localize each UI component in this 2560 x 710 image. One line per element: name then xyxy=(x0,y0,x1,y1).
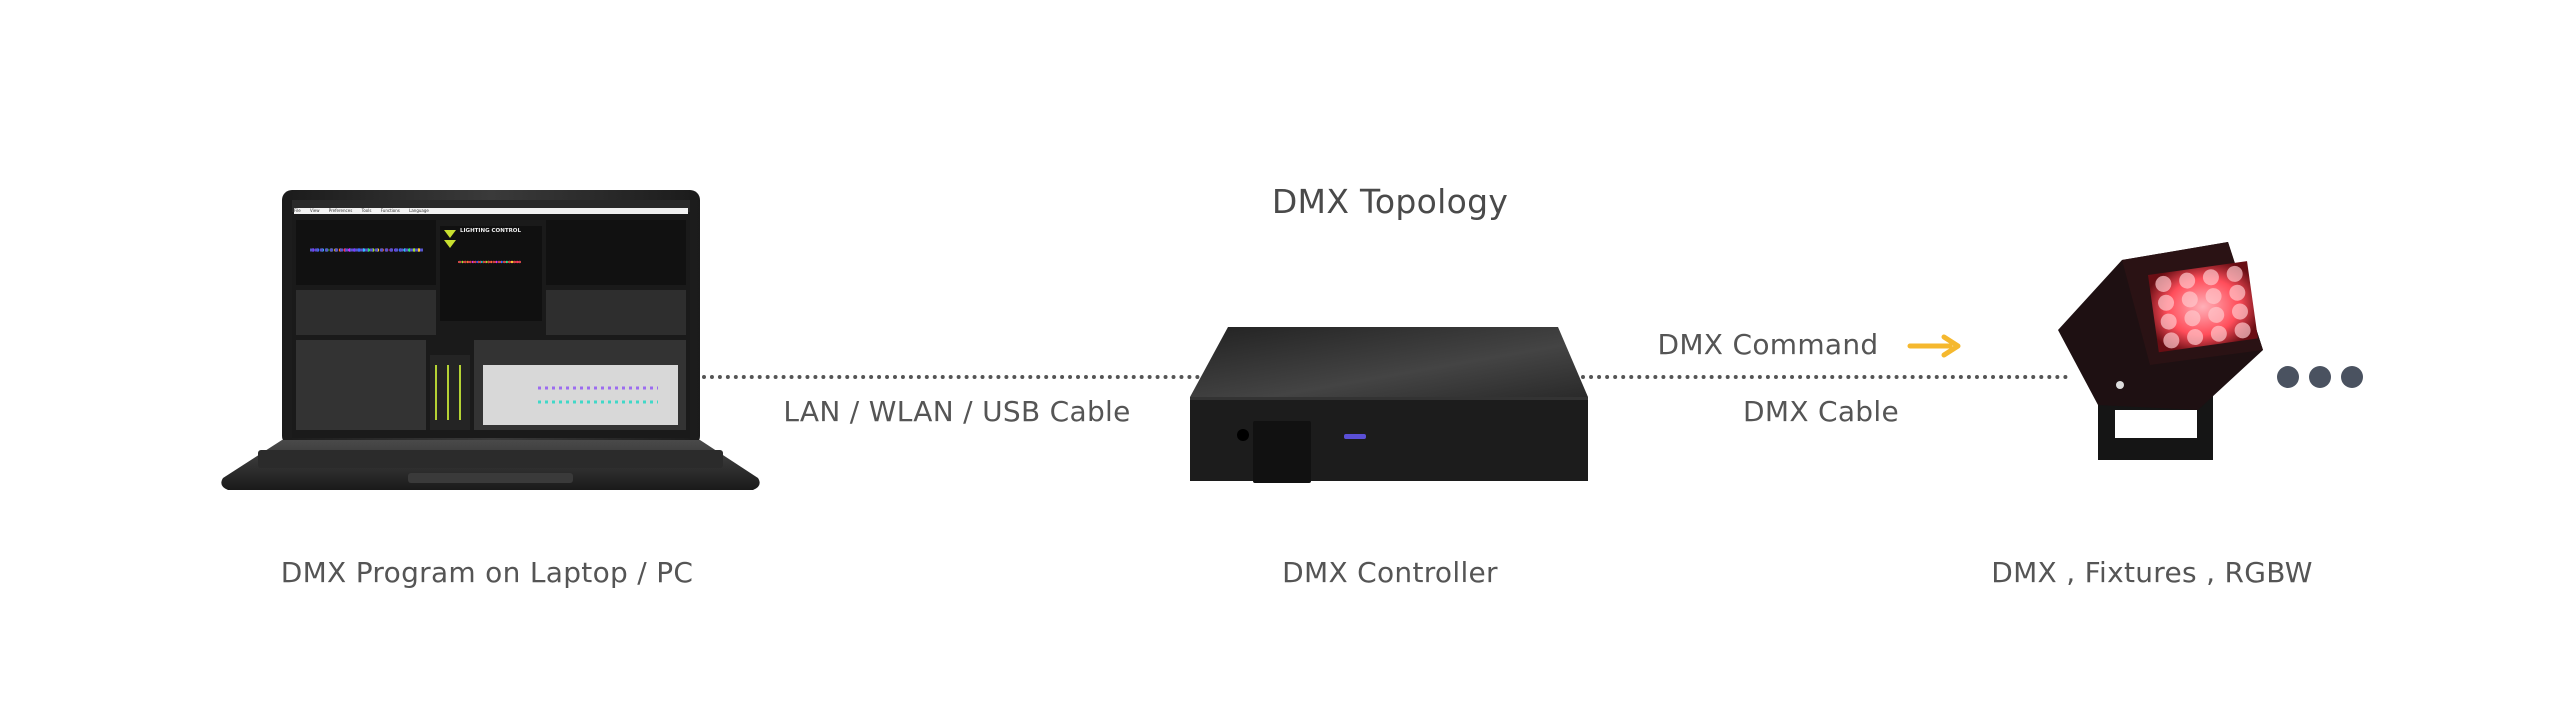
led xyxy=(2155,275,2172,292)
laptop-illustration xyxy=(221,190,760,490)
menu-item[interactable]: Language xyxy=(409,208,429,213)
laptop-node: File View Preferences Tools Functions La… xyxy=(218,190,763,495)
controller-node xyxy=(1188,325,1593,483)
menu-item[interactable]: File xyxy=(294,208,301,213)
screen-led xyxy=(510,260,514,264)
led xyxy=(2181,291,2198,308)
fixture-node xyxy=(2038,230,2273,465)
rgbw-fixture-illustration xyxy=(2058,242,2263,460)
led xyxy=(2179,272,2196,289)
led xyxy=(2234,322,2251,339)
led xyxy=(2210,325,2227,342)
led xyxy=(2202,269,2219,286)
menu-item[interactable]: Preferences xyxy=(328,208,353,213)
led xyxy=(2158,294,2175,311)
lan-cable-label: LAN / WLAN / USB Cable xyxy=(783,395,1131,428)
led xyxy=(2184,310,2201,327)
menu-item[interactable]: View xyxy=(309,208,320,213)
led xyxy=(2229,284,2246,301)
controller-illustration xyxy=(1190,327,1588,483)
screen-led xyxy=(357,248,361,252)
led xyxy=(2163,332,2180,349)
app-logo-text: LIGHTING CONTROL xyxy=(460,228,521,234)
controller-label: DMX Controller xyxy=(1282,556,1498,589)
app-menu-bar: File View Preferences Tools Functions La… xyxy=(294,208,688,214)
more-fixtures-dot xyxy=(2277,366,2299,388)
more-fixtures-dot xyxy=(2341,366,2363,388)
menu-item[interactable]: Functions xyxy=(380,208,400,213)
laptop-label: DMX Program on Laptop / PC xyxy=(280,556,694,589)
dmx-command-label: DMX Command xyxy=(1657,328,1879,361)
screen-led xyxy=(505,260,508,264)
diagram-title: DMX Topology xyxy=(1271,182,1509,221)
lan-cable-line xyxy=(702,375,1200,379)
led xyxy=(2187,329,2204,346)
fixture-label: DMX , Fixtures , RGBW xyxy=(1991,556,2313,589)
led xyxy=(2160,313,2177,330)
dmx-cable-line xyxy=(1581,375,2068,379)
led xyxy=(2205,288,2222,305)
menu-item[interactable]: Tools xyxy=(361,208,372,213)
arrow-right-icon xyxy=(1907,334,1961,358)
led xyxy=(2226,265,2243,282)
led xyxy=(2208,306,2225,323)
status-led xyxy=(1344,434,1366,439)
led xyxy=(2231,303,2248,320)
more-fixtures-dot xyxy=(2309,366,2331,388)
screen-led xyxy=(516,260,519,264)
dmx-cable-label: DMX Cable xyxy=(1743,395,1899,428)
